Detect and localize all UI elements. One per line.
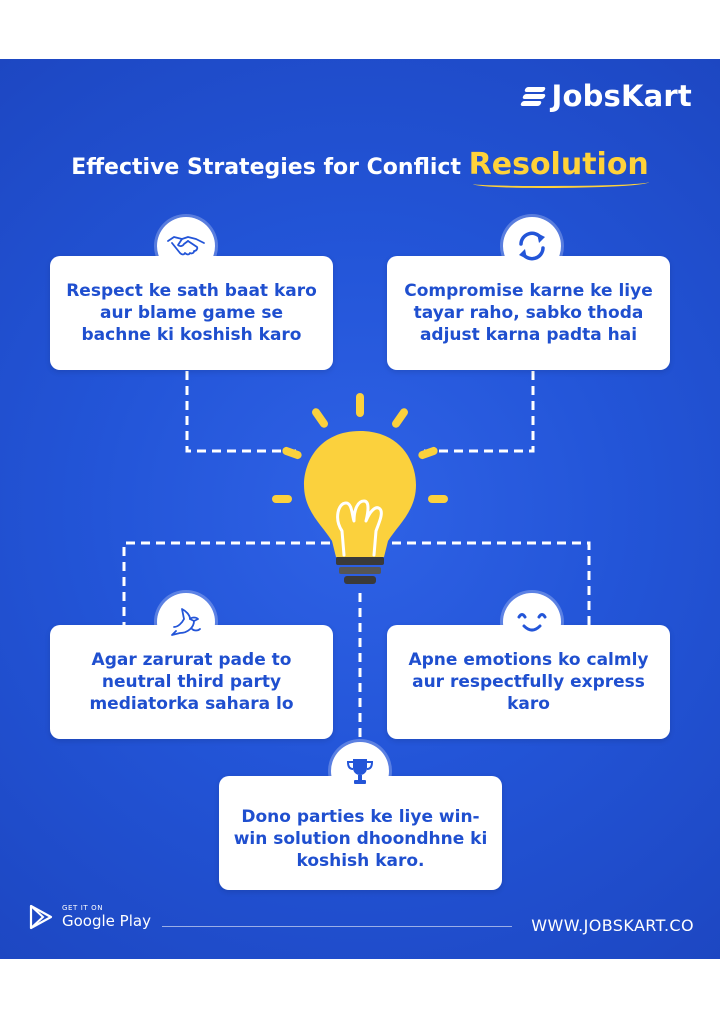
smile-icon xyxy=(517,613,547,632)
card-badge xyxy=(503,217,561,275)
card-text: Apne emotions ko calmly aur respectfully… xyxy=(408,650,649,714)
strategy-card-respect: Respect ke sath baat karo aur blame game… xyxy=(50,256,333,370)
card-text: Compromise karne ke liye tayar raho, sab… xyxy=(404,281,653,345)
strategy-card-compromise: Compromise karne ke liye tayar raho, sab… xyxy=(387,256,670,370)
brand-name: JobsKart xyxy=(551,79,692,113)
dove-icon xyxy=(171,608,201,636)
card-text: Agar zarurat pade to neutral third party… xyxy=(89,650,294,714)
google-play-icon xyxy=(29,904,53,930)
card-badge xyxy=(503,593,561,651)
card-badge xyxy=(331,742,389,800)
trophy-icon xyxy=(346,759,374,784)
refresh-icon xyxy=(519,231,545,261)
lightbulb-icon xyxy=(272,393,448,584)
brand-logo: JobsKart xyxy=(520,79,692,113)
strategy-card-mediator: Agar zarurat pade to neutral third party… xyxy=(50,625,333,739)
card-text: Respect ke sath baat karo aur blame game… xyxy=(66,281,317,345)
card-badge xyxy=(157,593,215,651)
page-title: Effective Strategies for Conflict Resolu… xyxy=(0,147,720,188)
dashed-connectors xyxy=(122,371,591,759)
google-play-badge[interactable]: GET IT ON Google Play xyxy=(28,904,151,930)
infographic-poster: JobsKart Effective Strategies for Confli… xyxy=(0,59,720,959)
card-text: Dono parties ke liye win-win solution dh… xyxy=(233,807,488,871)
footer-divider xyxy=(162,926,512,927)
title-prefix: Effective Strategies for Conflict xyxy=(71,155,469,180)
card-badge xyxy=(157,217,215,275)
store-label-big: Google Play xyxy=(62,912,151,930)
title-highlight: Resolution xyxy=(468,147,649,188)
handshake-icon xyxy=(167,236,205,256)
store-label-small: GET IT ON xyxy=(62,904,104,912)
website-url[interactable]: WWW.JOBSKART.CO xyxy=(531,916,694,935)
